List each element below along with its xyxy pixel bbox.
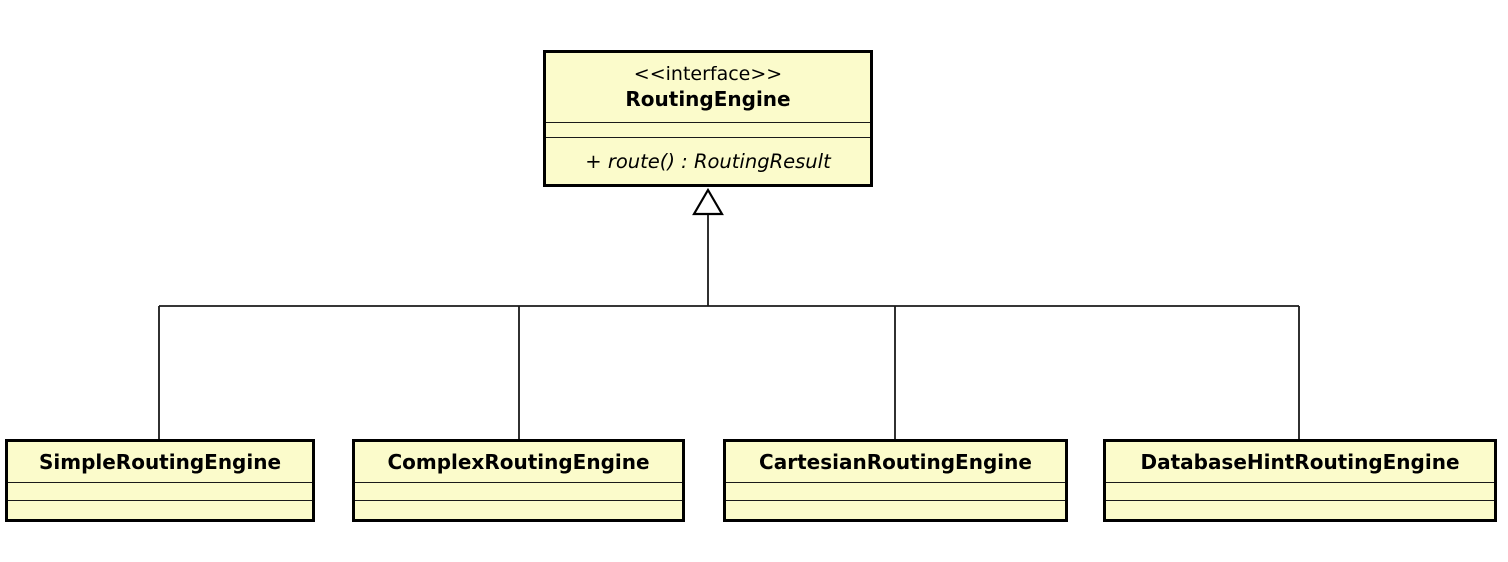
operations-compartment: [1106, 500, 1494, 519]
attributes-compartment: [1106, 482, 1494, 500]
operations-compartment: + route() : RoutingResult: [546, 137, 870, 184]
name-compartment: CartesianRoutingEngine: [726, 442, 1065, 482]
class-name: DatabaseHintRoutingEngine: [1140, 449, 1460, 474]
stereotype-label: <<interface>>: [633, 63, 783, 86]
operation-label: + route() : RoutingResult: [585, 149, 831, 173]
attributes-compartment: [8, 482, 312, 500]
attributes-compartment: [726, 482, 1065, 500]
interface-node-routingengine: <<interface>> RoutingEngine + route() : …: [543, 50, 873, 187]
name-compartment: ComplexRoutingEngine: [355, 442, 682, 482]
class-node-complexroutingengine: ComplexRoutingEngine: [352, 439, 685, 522]
name-compartment: DatabaseHintRoutingEngine: [1106, 442, 1494, 482]
operations-compartment: [355, 500, 682, 519]
interface-name: RoutingEngine: [625, 86, 791, 111]
class-name: SimpleRoutingEngine: [38, 449, 282, 474]
name-compartment: <<interface>> RoutingEngine: [546, 53, 870, 122]
name-compartment: SimpleRoutingEngine: [8, 442, 312, 482]
attributes-compartment: [546, 122, 870, 137]
operations-compartment: [8, 500, 312, 519]
class-node-databasehintroutingengine: DatabaseHintRoutingEngine: [1103, 439, 1497, 522]
attributes-compartment: [355, 482, 682, 500]
generalization-triangle-icon: [692, 187, 724, 216]
class-node-simpleroutingengine: SimpleRoutingEngine: [5, 439, 315, 522]
operations-compartment: [726, 500, 1065, 519]
class-node-cartesianroutingengine: CartesianRoutingEngine: [723, 439, 1068, 522]
class-name: CartesianRoutingEngine: [759, 449, 1032, 474]
class-name: ComplexRoutingEngine: [387, 449, 650, 474]
